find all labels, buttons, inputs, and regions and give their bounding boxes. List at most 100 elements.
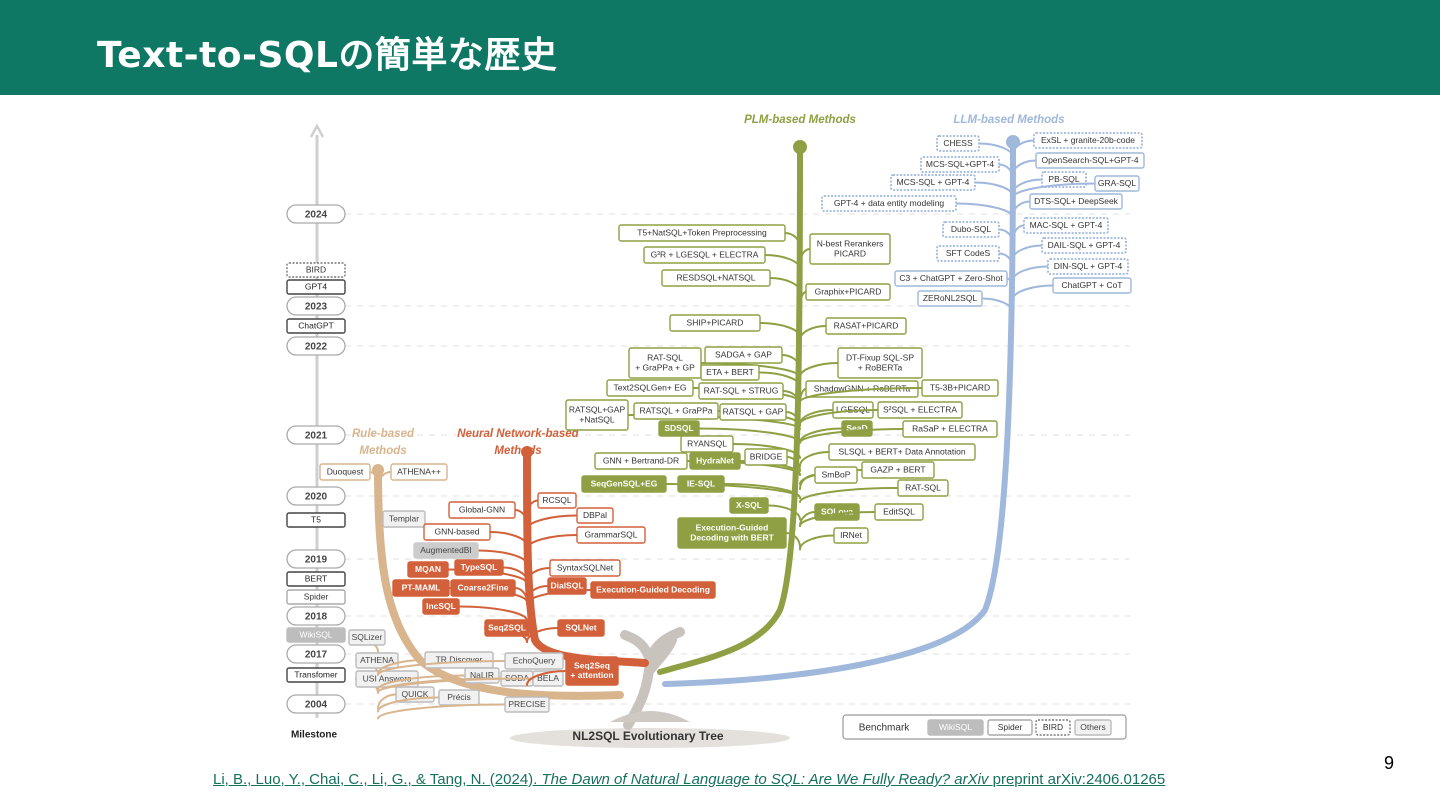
box-label: LGESQL	[836, 404, 870, 414]
plm-method: RaSaP + ELECTRA	[902, 420, 998, 438]
box-border	[902, 420, 998, 438]
box-label: ChatGPT	[298, 320, 333, 330]
box-border	[821, 195, 957, 212]
box-border	[450, 579, 516, 597]
plm-method: SeaD	[841, 420, 873, 437]
plm-method: GNN + Bertrand-DR	[594, 452, 688, 470]
box-label: SFT CodeS	[946, 248, 991, 258]
box-label: ExSL + granite-20b-code	[1041, 135, 1135, 145]
box-border	[382, 510, 426, 528]
box-border	[874, 503, 924, 521]
box-label: SQLova	[821, 506, 853, 516]
box-label: MCS-SQL + GPT-4	[897, 177, 970, 187]
rule-method: TR Discover	[424, 651, 494, 669]
box-label: Coarse2Fine	[457, 582, 508, 592]
box-border	[454, 559, 504, 576]
box-label: + GraPPa + GP	[635, 362, 695, 372]
neural-method: MQAN	[407, 561, 449, 578]
plm-method: SHIP+PICARD	[669, 314, 761, 332]
box-label: Text2SQLGen+ EG	[614, 382, 687, 392]
legend-item: WikiSQL	[927, 719, 984, 736]
box-border	[927, 719, 984, 736]
box-label: SeqGenSQL+EG	[591, 478, 658, 488]
box-label: +NatSQL	[579, 414, 614, 424]
box-label: SADGA + GAP	[715, 349, 772, 359]
neural-method: SyntaxSQLNet	[549, 559, 621, 577]
box-border	[1047, 258, 1129, 275]
box-border	[643, 246, 766, 264]
box-border	[841, 420, 873, 437]
year-marker: 2022	[286, 336, 346, 356]
box-label: SHIP+PICARD	[687, 317, 744, 327]
box-border	[825, 317, 907, 335]
box-label: X-SQL	[736, 500, 762, 510]
plm-method: IRNet	[833, 527, 869, 544]
box-label: GrammarSQL	[585, 529, 638, 539]
neural-method: Execution-Guided Decoding	[590, 581, 716, 599]
plm-connector	[786, 456, 801, 472]
box-border	[484, 619, 530, 637]
box-label: IE-SQL	[687, 478, 715, 488]
box-label: GRA-SQL	[1098, 178, 1137, 188]
llm-method: ZERoNL2SQL	[917, 290, 983, 307]
box-border	[890, 174, 976, 191]
box-border	[704, 346, 783, 364]
rule-branch-title: Rule-based	[352, 428, 415, 440]
plm-branch	[657, 144, 803, 675]
box-label: PICARD	[834, 248, 866, 258]
box-border	[729, 497, 769, 514]
llm-method: DAIL-SQL + GPT-4	[1041, 237, 1127, 254]
box-label: + attention	[570, 670, 613, 680]
box-border	[698, 382, 784, 400]
plm-connector	[732, 443, 801, 459]
rule-method: ATHENA++	[390, 463, 448, 481]
box-label: GNN + Bertrand-DR	[603, 455, 679, 465]
box-label: C3 + ChatGPT + Zero-Shot	[899, 273, 1003, 283]
llm-connector	[981, 297, 1014, 314]
llm-method: CHESS	[936, 135, 980, 152]
box-border	[618, 224, 786, 242]
llm-connector	[1012, 244, 1043, 261]
box-label: MCS-SQL+GPT-4	[926, 159, 995, 169]
plm-method: BRIDGE	[744, 448, 788, 466]
plm-method: G³R + LGESQL + ELECTRA	[643, 246, 766, 264]
box-border	[828, 443, 976, 461]
box-label: TR Discover	[436, 654, 483, 664]
llm-connector	[955, 202, 1014, 219]
box-label: RYANSQL	[687, 438, 727, 448]
plm-connector	[799, 451, 830, 467]
year-marker: 2020	[286, 486, 346, 506]
box-border	[669, 314, 761, 332]
box-label: Templar	[389, 513, 419, 523]
box-label: T5-3B+PICARD	[930, 382, 990, 392]
box-border	[348, 629, 386, 646]
box-label: Spider	[304, 591, 329, 601]
box-label: TypeSQL	[461, 562, 498, 572]
plm-connector	[799, 291, 807, 307]
box-label: PRECISE	[508, 699, 546, 709]
box-border	[814, 466, 858, 484]
neural-connector	[526, 534, 578, 550]
llm-method: ChatGPT + CoT	[1052, 277, 1132, 294]
neural-branch-tip	[521, 446, 533, 458]
box-label: ShadowGNN + RoBERTa	[814, 383, 911, 393]
box-label: RAT-SQL	[647, 352, 683, 362]
year-pill	[286, 606, 346, 626]
box-label: Global-GNN	[459, 504, 505, 514]
citation-link[interactable]: Li, B., Luo, Y., Chai, C., Li, G., & Tan…	[213, 771, 1165, 788]
legend-item: BIRD	[1035, 719, 1071, 736]
plm-connector	[758, 371, 801, 388]
page-number: 9	[1384, 753, 1395, 773]
box-border	[504, 652, 564, 670]
plm-method: RASAT+PICARD	[825, 317, 907, 335]
year-pill	[286, 644, 346, 664]
box-label: DBPal	[583, 510, 607, 520]
box-label: PT-MAML	[402, 582, 441, 592]
neural-connector	[526, 589, 592, 605]
llm-connector	[998, 228, 1014, 245]
box-border	[917, 290, 983, 307]
milestone-chatgpt: ChatGPT	[286, 318, 346, 334]
box-label: Duoquest	[327, 466, 364, 476]
plm-method: Text2SQLGen+ EG	[606, 379, 694, 397]
box-label: QUICK	[402, 689, 429, 699]
